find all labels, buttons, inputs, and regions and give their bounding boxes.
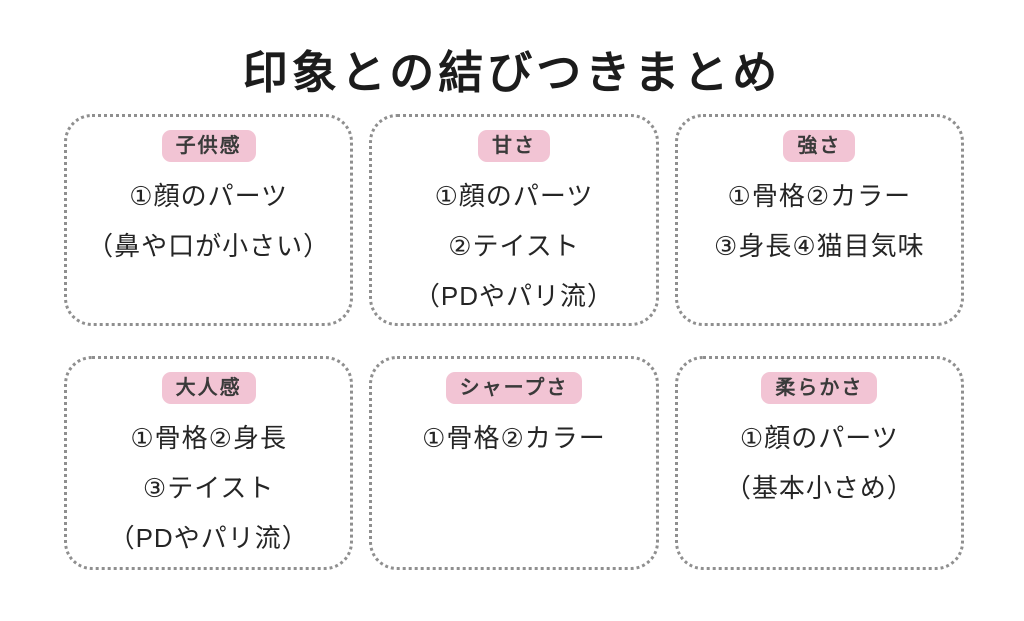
card-label-badge: 甘さ	[477, 130, 550, 162]
card-text-line: （鼻や口が小さい）	[87, 231, 331, 261]
card-text-line: ①骨格②身長	[130, 423, 287, 453]
card-childlike: 子供感 ①顔のパーツ （鼻や口が小さい）	[64, 114, 354, 326]
card-text-line: ①骨格②カラー	[422, 423, 606, 453]
card-adultlike: 大人感 ①骨格②身長 ③テイスト （PDやパリ流）	[64, 356, 354, 570]
card-text: ①顔のパーツ （基本小さめ）	[678, 413, 961, 513]
card-text-line: ①顔のパーツ	[434, 181, 594, 211]
card-text-line: （PDやパリ流）	[108, 523, 309, 553]
card-label-badge: 強さ	[783, 130, 856, 162]
card-text-line: （PDやパリ流）	[413, 281, 615, 311]
card-text: ①骨格②身長 ③テイスト （PDやパリ流）	[67, 413, 350, 563]
card-text-line: （基本小さめ）	[724, 473, 914, 503]
card-text: ①骨格②カラー ③身長④猫目気味	[678, 171, 961, 271]
card-strength: 強さ ①骨格②カラー ③身長④猫目気味	[674, 114, 964, 326]
cards-grid: 子供感 ①顔のパーツ （鼻や口が小さい） 甘さ ①顔のパーツ ②テイスト （PD…	[64, 114, 964, 570]
page-title: 印象との結びつきまとめ	[242, 47, 782, 98]
card-label-badge: 柔らかさ	[761, 372, 878, 404]
card-label-badge: 大人感	[161, 372, 256, 404]
card-text-line: ①顔のパーツ	[739, 423, 899, 453]
card-text-line: ②テイスト	[448, 231, 580, 261]
card-text: ①顔のパーツ （鼻や口が小さい）	[67, 171, 350, 271]
card-text-line: ③身長④猫目気味	[714, 231, 925, 261]
card-text: ①骨格②カラー	[372, 413, 655, 463]
card-text: ①顔のパーツ ②テイスト （PDやパリ流）	[372, 171, 655, 321]
card-label-badge: シャープさ	[445, 372, 583, 404]
card-text-line: ①骨格②カラー	[727, 181, 912, 211]
card-label-badge: 子供感	[161, 130, 256, 162]
card-text-line: ①顔のパーツ	[129, 181, 289, 211]
card-sharpness: シャープさ ①骨格②カラー	[369, 356, 659, 570]
card-softness: 柔らかさ ①顔のパーツ （基本小さめ）	[674, 356, 964, 570]
card-sweetness: 甘さ ①顔のパーツ ②テイスト （PDやパリ流）	[369, 114, 659, 326]
card-text-line: ③テイスト	[142, 473, 275, 503]
